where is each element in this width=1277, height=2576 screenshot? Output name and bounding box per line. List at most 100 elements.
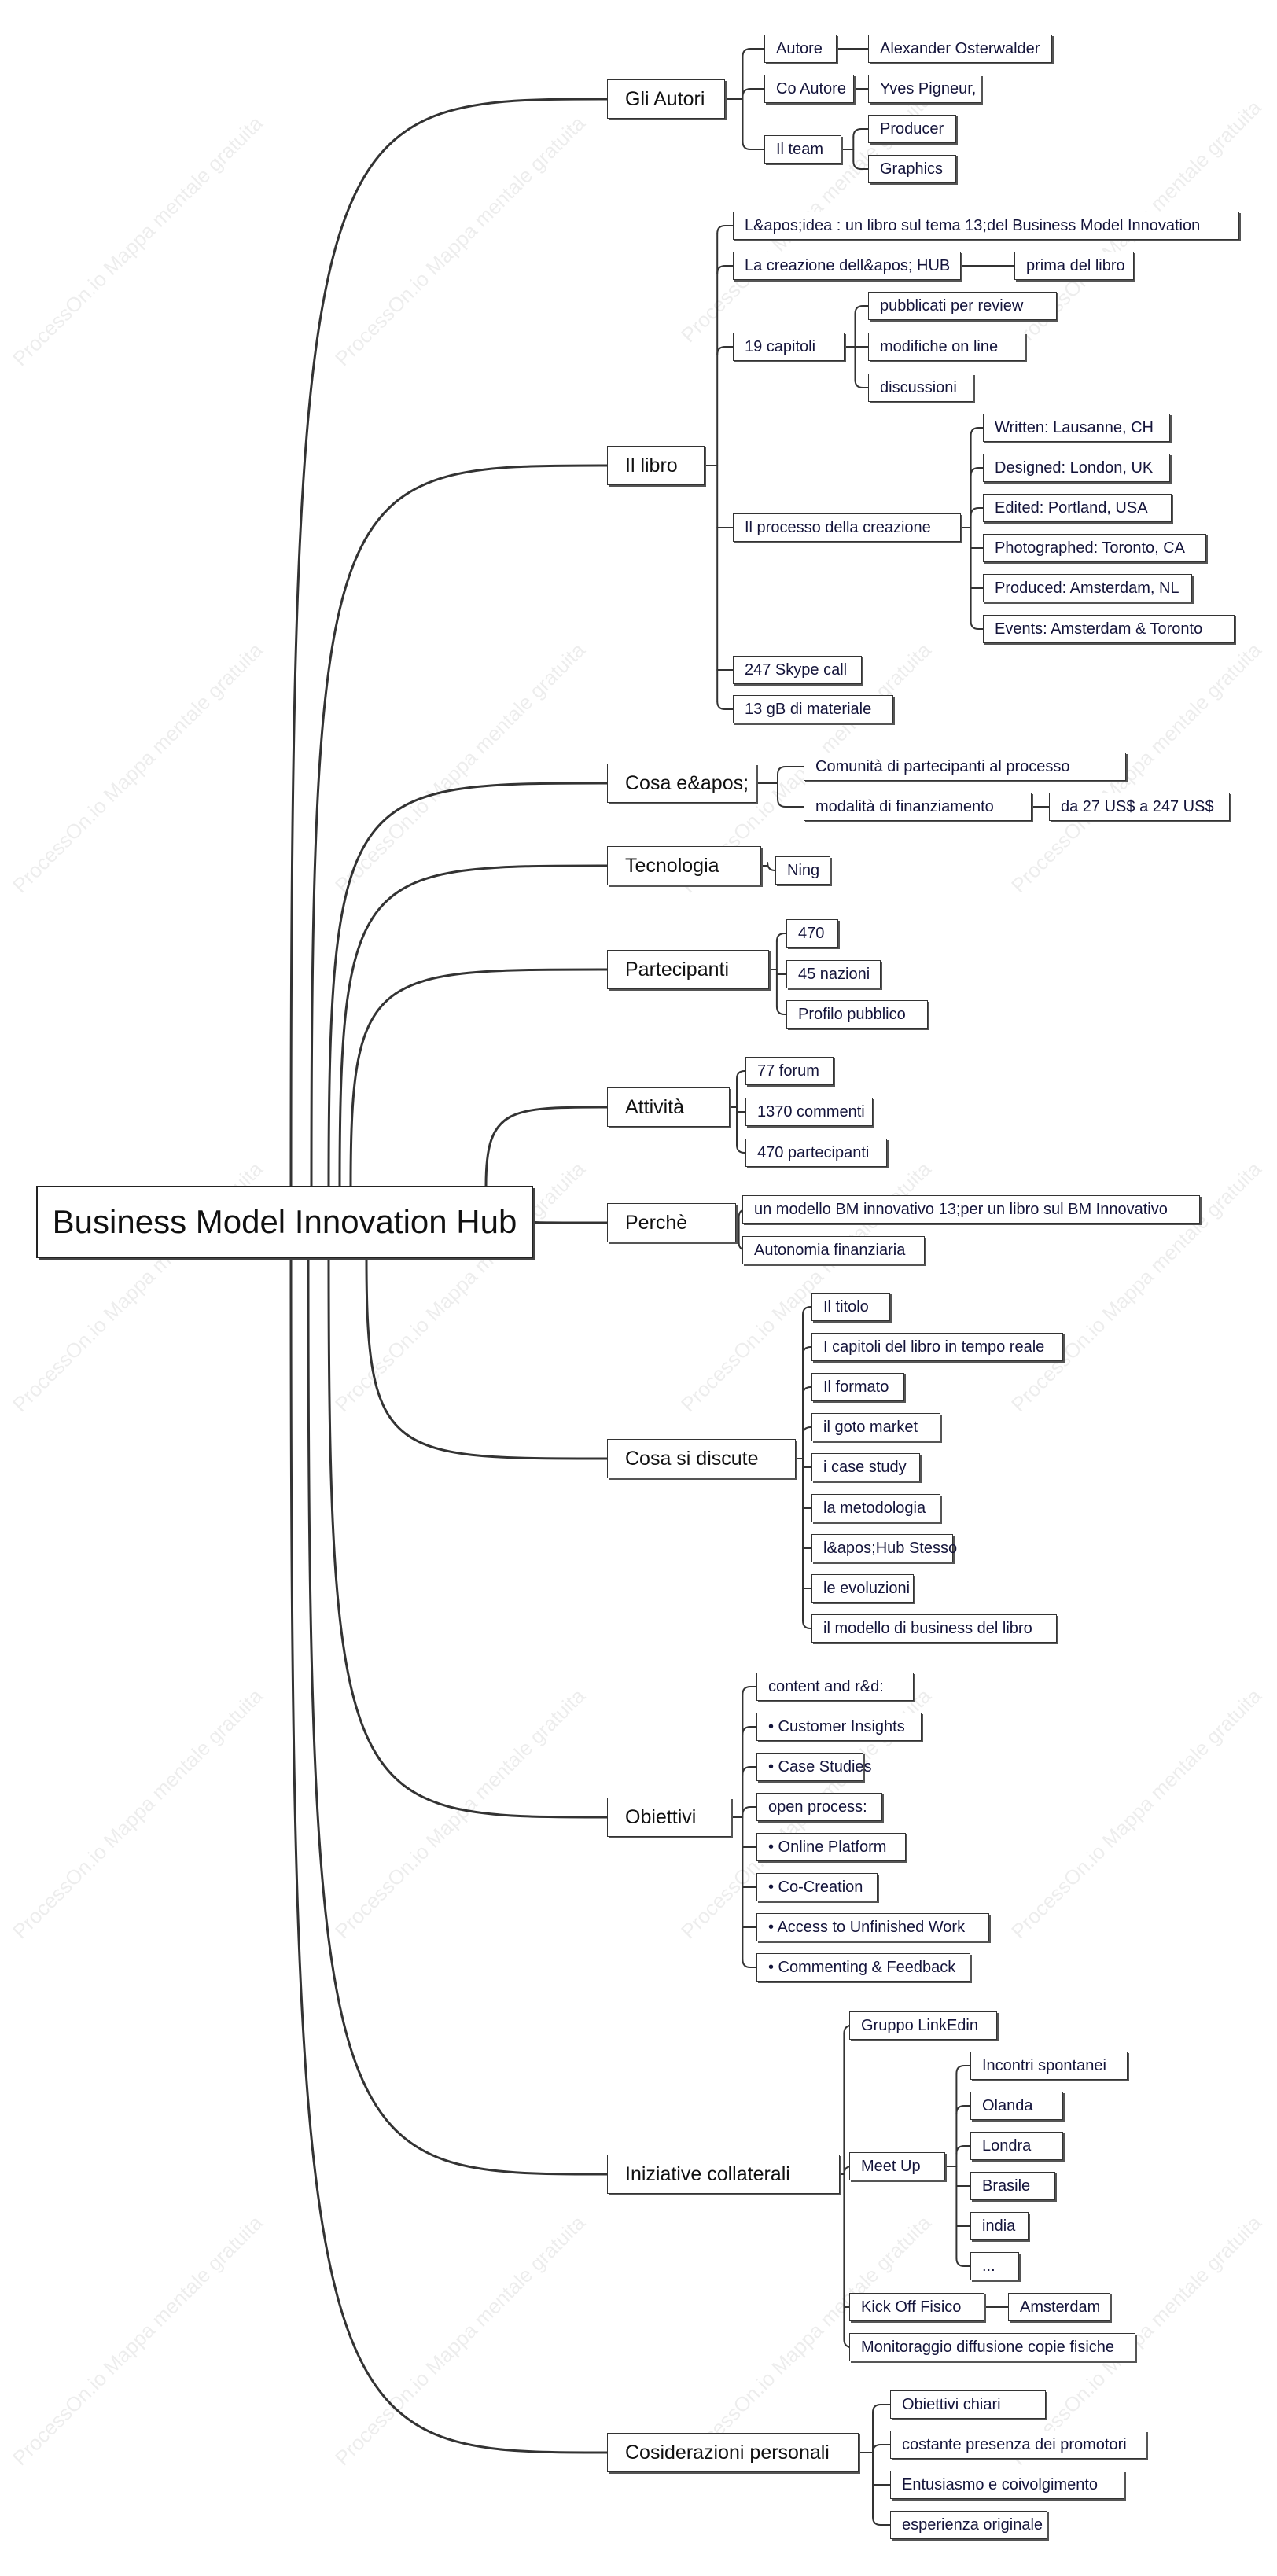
topic-13-gb-di-materiale[interactable]: 13 gB di materiale	[733, 695, 893, 723]
branch-cosa-e[interactable]: Cosa e&apos;	[607, 764, 756, 803]
connector-line	[742, 48, 765, 57]
topic-un-modello-bm-innovativo-13-per-un-libro-sul-bm-innovativo[interactable]: un modello BM innovativo 13;per un libro…	[742, 1195, 1200, 1224]
topic-il-titolo[interactable]: Il titolo	[811, 1293, 890, 1321]
connector-line	[338, 864, 609, 1187]
subtopic-written-lausanne-ch[interactable]: Written: Lausanne, CH	[983, 414, 1170, 442]
topic-470-partecipanti[interactable]: 470 partecipanti	[745, 1139, 887, 1167]
subtopic-node[interactable]: ...	[970, 2252, 1019, 2280]
subtopic-brasile[interactable]: Brasile	[970, 2172, 1055, 2200]
connector-line	[955, 2258, 971, 2267]
topic-content-and-r-d[interactable]: content and r&d:	[756, 1673, 914, 1701]
topic-ning[interactable]: Ning	[775, 856, 830, 885]
topic-co-autore[interactable]: Co Autore	[764, 75, 854, 103]
topic-esperienza-originale[interactable]: esperienza originale	[890, 2511, 1047, 2539]
subtopic-yves-pigneur[interactable]: Yves Pigneur,	[868, 75, 981, 103]
topic-customer-insights[interactable]: • Customer Insights	[756, 1713, 922, 1741]
subtopic-produced-amsterdam-nl[interactable]: Produced: Amsterdam, NL	[983, 574, 1192, 602]
subtopic-londra[interactable]: Londra	[970, 2132, 1063, 2160]
topic-lhub-stesso[interactable]: l&apos;Hub Stesso	[811, 1534, 957, 1562]
branch-cosiderazioni-personali[interactable]: Cosiderazioni personali	[607, 2433, 859, 2472]
subtopic-india[interactable]: india	[970, 2212, 1029, 2240]
subtopic-olanda[interactable]: Olanda	[970, 2092, 1063, 2120]
topic-il-formato[interactable]: Il formato	[811, 1373, 904, 1401]
topic-lidea-un-libro-sul-tema-13-del-business-model-innovation[interactable]: L&apos;idea : un libro sul tema 13;del B…	[733, 212, 1239, 240]
connector-line	[970, 427, 984, 436]
topic-entusiasmo-e-coivolgimento[interactable]: Entusiasmo e coivolgimento	[890, 2471, 1124, 2499]
topic-il-modello-di-business-del-libro[interactable]: il modello di business del libro	[811, 1614, 1057, 1643]
topic-autonomia-finanziaria[interactable]: Autonomia finanziaria	[742, 1236, 925, 1264]
connector-line	[716, 225, 734, 234]
subtopic-graphics[interactable]: Graphics	[868, 155, 956, 183]
branch-gli-autori[interactable]: Gli Autori	[607, 79, 725, 119]
connector-line	[767, 862, 776, 871]
connector-line	[742, 1806, 757, 1816]
topic-monitoraggio-diffusione-copie-fisiche[interactable]: Monitoraggio diffusione copie fisiche	[849, 2333, 1135, 2361]
connector-line	[289, 98, 609, 1187]
topic-obiettivi-chiari[interactable]: Obiettivi chiari	[890, 2390, 1046, 2419]
topic-il-processo-della-creazione[interactable]: Il processo della creazione	[733, 513, 961, 542]
topic-case-studies[interactable]: • Case Studies	[756, 1753, 872, 1781]
branch-iniziative-collaterali[interactable]: Iniziative collaterali	[607, 2155, 840, 2194]
connector-line	[484, 1106, 609, 1187]
branch-obiettivi[interactable]: Obiettivi	[607, 1798, 731, 1837]
subtopic-designed-london-uk[interactable]: Designed: London, UK	[983, 454, 1170, 482]
branch-perch[interactable]: Perchè	[607, 1203, 736, 1242]
root-node[interactable]: Business Model Innovation Hub	[36, 1186, 533, 1258]
connector-line	[716, 701, 734, 710]
topic-1370-commenti[interactable]: 1370 commenti	[745, 1098, 873, 1126]
connector-line	[289, 1257, 609, 2454]
subtopic-edited-portland-usa[interactable]: Edited: Portland, USA	[983, 494, 1172, 522]
topic-i-case-study[interactable]: i case study	[811, 1453, 920, 1481]
connector-line	[307, 1257, 609, 2176]
topic-i-capitoli-del-libro-in-tempo-reale[interactable]: I capitoli del libro in tempo reale	[811, 1333, 1063, 1361]
topic-comunit-di-partecipanti-al-processo[interactable]: Comunità di partecipanti al processo	[804, 753, 1126, 781]
connector-line	[802, 1306, 812, 1316]
connector-line	[736, 1070, 746, 1080]
topic-gruppo-linkedin[interactable]: Gruppo LinkEdin	[849, 2011, 997, 2040]
subtopic-photographed-toronto-ca[interactable]: Photographed: Toronto, CA	[983, 534, 1206, 562]
topic-il-team[interactable]: Il team	[764, 135, 841, 164]
topic-commenting-feedback[interactable]: • Commenting & Feedback	[756, 1953, 970, 1982]
subtopic-modifiche-on-line[interactable]: modifiche on line	[868, 333, 1025, 361]
connector-line	[327, 1257, 609, 1819]
subtopic-events-amsterdam-toronto[interactable]: Events: Amsterdam & Toronto	[983, 615, 1235, 643]
topic-autore[interactable]: Autore	[764, 35, 837, 63]
subtopic-producer[interactable]: Producer	[868, 115, 956, 143]
subtopic-prima-del-libro[interactable]: prima del libro	[1014, 252, 1134, 280]
topic-co-creation[interactable]: • Co-Creation	[756, 1873, 878, 1901]
topic-profilo-pubblico[interactable]: Profilo pubblico	[786, 1000, 928, 1029]
topic-costante-presenza-dei-promotori[interactable]: costante presenza dei promotori	[890, 2431, 1146, 2459]
branch-attivit[interactable]: Attività	[607, 1087, 730, 1127]
topic-la-metodologia[interactable]: la metodologia	[811, 1494, 940, 1522]
topic-247-skype-call[interactable]: 247 Skype call	[733, 656, 862, 684]
topic-45-nazioni[interactable]: 45 nazioni	[786, 960, 881, 988]
topic-online-platform[interactable]: • Online Platform	[756, 1833, 906, 1861]
branch-cosa-si-discute[interactable]: Cosa si discute	[607, 1439, 796, 1478]
topic-la-creazione-dell-hub[interactable]: La creazione dell&apos; HUB	[733, 252, 961, 280]
subtopic-discussioni[interactable]: discussioni	[868, 374, 973, 402]
topic-access-to-unfinished-work[interactable]: • Access to Unfinished Work	[756, 1913, 989, 1941]
subtopic-incontri-spontanei[interactable]: Incontri spontanei	[970, 2052, 1128, 2080]
connector-line	[970, 467, 984, 477]
topic-77-forum[interactable]: 77 forum	[745, 1057, 834, 1085]
branch-partecipanti[interactable]: Partecipanti	[607, 950, 769, 989]
subtopic-pubblicati-per-review[interactable]: pubblicati per review	[868, 292, 1057, 320]
topic-open-process[interactable]: open process:	[756, 1793, 882, 1821]
topic-meet-up[interactable]: Meet Up	[849, 2152, 945, 2180]
topic-il-goto-market[interactable]: il goto market	[811, 1413, 940, 1441]
branch-il-libro[interactable]: Il libro	[607, 446, 705, 485]
subtopic-da-27-us-a-247-us[interactable]: da 27 US$ a 247 US$	[1049, 793, 1230, 821]
branch-tecnologia[interactable]: Tecnologia	[607, 846, 761, 885]
connector-line	[802, 1620, 812, 1629]
topic-le-evoluzioni[interactable]: le evoluzioni	[811, 1574, 914, 1603]
topic-kick-off-fisico[interactable]: Kick Off Fisico	[849, 2293, 984, 2321]
subtopic-alexander-osterwalder[interactable]: Alexander Osterwalder	[868, 35, 1052, 63]
topic-19-capitoli[interactable]: 19 capitoli	[733, 333, 845, 361]
topic-470[interactable]: 470	[786, 919, 838, 948]
topic-modalit-di-finanziamento[interactable]: modalità di finanziamento	[804, 793, 1032, 821]
connector-line	[532, 1220, 609, 1224]
subtopic-amsterdam[interactable]: Amsterdam	[1008, 2293, 1110, 2321]
connector-line	[736, 1144, 746, 1154]
